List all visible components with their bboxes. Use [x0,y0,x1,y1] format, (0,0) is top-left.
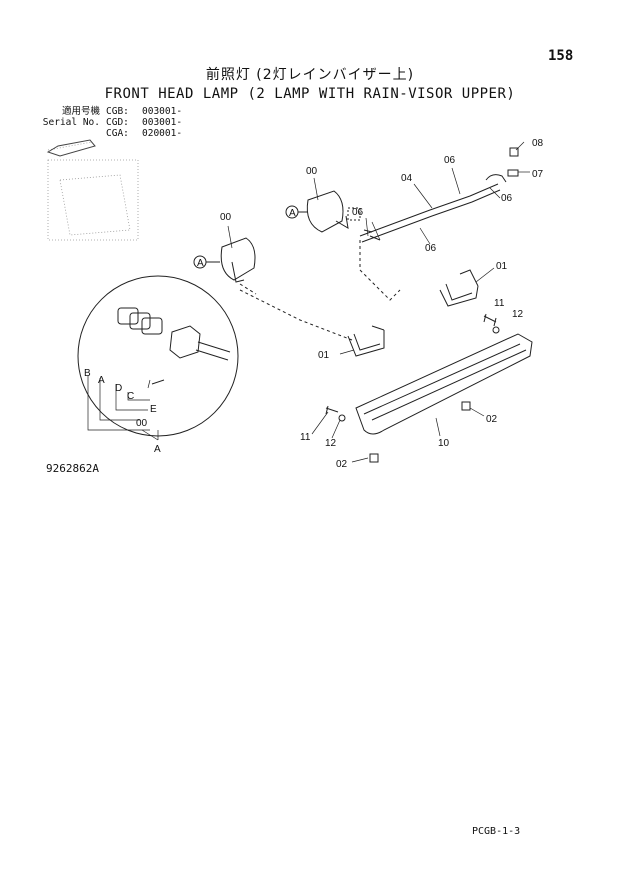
mount-guide-line [359,240,401,301]
callout-00: 00 [220,212,232,223]
serial-row: Serial No. CGD: 003001- [42,117,182,128]
detail-label-e: E [150,404,157,415]
callout-02: 02 [336,459,348,470]
bolt-02-bottom [369,453,379,463]
serial-row: CGA: 020001- [42,128,182,139]
callout-12: 12 [512,309,524,320]
detail-label-d: D [115,383,122,394]
view-a-marker: A [197,258,204,269]
callout-06: 06 [425,243,437,254]
callout-00: 00 [306,166,318,177]
model-code: CGB: [106,106,129,117]
callout-06: 06 [352,207,364,218]
callout-07: 07 [532,169,544,180]
serial-label: 適用号機 [61,106,100,117]
detail-label-a: A [98,375,105,386]
washer-12-right [492,326,500,334]
model-code: CGD: [106,117,129,128]
bolt-08 [509,147,519,157]
serial-label: Serial No. [42,117,100,128]
detail-label-c: C [127,391,134,402]
callout-11: 11 [494,298,505,309]
serial-row: 適用号機 CGB: 003001- [42,106,182,117]
callout-04: 04 [401,173,413,184]
head-lamp-upper [306,190,361,233]
drawing-number: 9262862A [46,462,99,475]
bolt-11-right [483,313,497,327]
view-a-marker: A [289,208,296,219]
bracket-left [347,325,385,357]
callout-01: 01 [496,261,508,272]
page-number: 158 [548,48,574,64]
detail-label-00: 00 [136,418,148,429]
callout-01: 01 [318,350,330,361]
model-code: CGA: [106,128,129,139]
view-a-arrow-left [193,255,220,269]
clip-06 [363,229,381,241]
machine-thumbnail [47,141,139,241]
guide-line-left [239,289,353,341]
detail-view-label-a: A [154,444,161,455]
bracket-right [439,269,479,307]
nut-02-right [461,401,471,411]
serial-start: 003001- [142,106,183,117]
serial-start: 003001- [142,117,183,128]
clip-07 [507,169,519,177]
bolt-11-left [325,405,339,415]
callout-10: 10 [438,438,450,449]
callout-08: 08 [532,138,544,149]
callout-06: 06 [444,155,456,166]
lamp-thumbnail-icon [46,139,96,157]
detail-label-b: B [84,368,91,379]
serial-start: 020001- [142,128,183,139]
rain-visor [355,333,533,435]
title-japanese: 前照灯 (2灯レインバイザー上) [205,67,415,83]
view-a-arrow-upper [285,205,308,219]
serial-table: 適用号機 CGB: 003001- Serial No. CGD: 003001- CG… [42,106,182,139]
head-lamp-left [220,237,257,295]
callout-11: 11 [300,432,311,443]
callout-12: 12 [325,438,337,449]
detail-view-lamp-assembly [77,275,239,437]
callout-06: 06 [501,193,513,204]
wiring-harness [359,174,507,243]
washer-12-left [338,414,346,422]
leader-lines [87,141,530,463]
footer-code: PCGB-1-3 [472,826,521,837]
title-english: FRONT HEAD LAMP (2 LAMP WITH RAIN-VISOR … [104,86,516,102]
callout-02: 02 [486,414,498,425]
